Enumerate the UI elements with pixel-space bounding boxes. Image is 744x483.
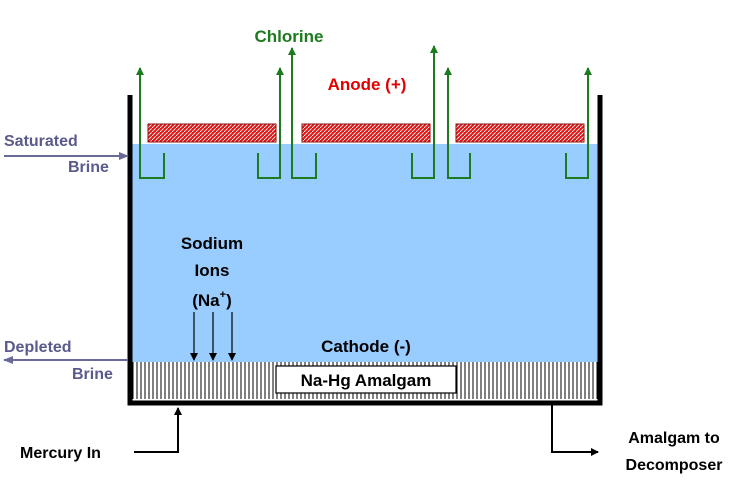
amalgam-label-box <box>275 365 457 394</box>
chlorine-label: Chlorine <box>255 27 324 46</box>
amalgam-to-label: Amalgam to <box>628 430 720 447</box>
brine-out-label: Brine <box>72 366 113 383</box>
cathode-label: Cathode (-) <box>321 337 411 356</box>
saturated-label: Saturated <box>4 133 78 150</box>
decomposer-label: Decomposer <box>626 457 723 474</box>
anode-block-2 <box>301 123 431 143</box>
amalgam-out-arrow <box>551 405 599 456</box>
chlorine-outlet-5 <box>444 67 471 179</box>
brine-in-label: Brine <box>68 159 109 176</box>
sodium-label: Sodium <box>181 234 243 253</box>
chlorine-outlet-6 <box>565 67 592 179</box>
brine-solution <box>132 144 598 362</box>
cell-tank <box>127 95 603 406</box>
mercury-in-label: Mercury In <box>20 445 101 462</box>
na-ion-label: (Na+) <box>192 289 232 310</box>
chlorine-outlet-4 <box>411 45 438 179</box>
anode-block-3 <box>455 123 585 143</box>
mercury-in-arrow <box>134 407 182 453</box>
depleted-label: Depleted <box>4 339 72 356</box>
chlorine-outlet-2 <box>257 67 284 179</box>
anode-label: Anode (+) <box>328 75 407 94</box>
anode-block-1 <box>147 123 277 143</box>
chlorine-outlet-3 <box>288 47 317 179</box>
chlorine-outlet-1 <box>136 67 165 179</box>
ions-label: Ions <box>195 261 230 280</box>
amalgam-label: Na-Hg Amalgam <box>301 371 432 390</box>
